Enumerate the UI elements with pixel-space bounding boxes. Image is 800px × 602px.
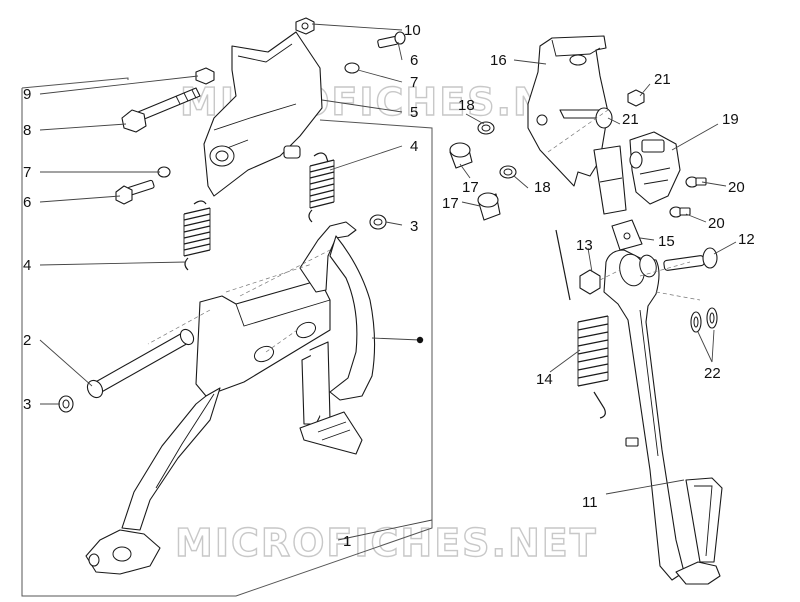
callout-6-upper: 6 [410, 52, 418, 69]
nut-13 [579, 269, 601, 295]
assembly-frame [21, 77, 433, 597]
callout-18-upper: 18 [458, 97, 475, 114]
screw-20-upper [685, 176, 707, 188]
callout-15: 15 [658, 233, 675, 250]
nut-21-top [627, 89, 645, 107]
callout-17-upper: 17 [462, 179, 479, 196]
assembly-line-right [547, 109, 701, 301]
screw-20-lower [669, 206, 691, 218]
callout-3-left: 3 [23, 396, 31, 413]
callout-19: 19 [722, 111, 739, 128]
bolt-12 [663, 247, 718, 271]
callout-1: 1 [343, 533, 351, 550]
mount-bracket-16 [527, 35, 613, 187]
washer-7-upper [344, 62, 360, 74]
sensor-switch-19 [629, 131, 681, 205]
callout-6-lower: 6 [23, 194, 31, 211]
callout-20-lower: 20 [708, 215, 725, 232]
callout-14: 14 [536, 371, 553, 388]
callout-dot [416, 336, 424, 344]
callout-21-lower: 21 [622, 111, 639, 128]
callout-18-lower: 18 [534, 179, 551, 196]
spring-14 [555, 229, 609, 419]
callout-20-upper: 20 [728, 179, 745, 196]
callout-10: 10 [404, 22, 421, 39]
callout-16: 16 [490, 52, 507, 69]
callout-7-lower: 7 [23, 164, 31, 181]
screw-6-lower [115, 179, 155, 205]
callouts: 1 2 3 3 4 4 5 6 6 7 7 8 9 10 11 12 13 14… [23, 22, 755, 550]
callout-9: 9 [23, 86, 31, 103]
centre-stand-1 [85, 221, 376, 575]
side-stand-11 [603, 249, 723, 585]
screw-17-upper [449, 142, 473, 169]
nut-9 [195, 67, 215, 85]
pad-15 [611, 219, 643, 251]
screw-6-upper [377, 31, 406, 49]
callout-22: 22 [704, 365, 721, 382]
callout-7-upper: 7 [410, 74, 418, 91]
callout-21-upper: 21 [654, 71, 671, 88]
callout-4-left: 4 [23, 257, 31, 274]
callout-11: 11 [582, 494, 598, 511]
watermark-bottom: MICROFICHES.NET [175, 521, 598, 565]
callout-13: 13 [576, 237, 593, 254]
screw-17-lower [477, 192, 501, 221]
assembly-line-left [147, 249, 331, 353]
callout-3-right: 3 [410, 218, 418, 235]
callout-2: 2 [23, 332, 31, 349]
spring-4-upper [308, 152, 335, 223]
callout-12: 12 [738, 231, 755, 248]
bolt-8 [121, 87, 201, 133]
callout-8: 8 [23, 122, 31, 139]
leader-lines [39, 23, 737, 541]
axle-pin-2 [86, 328, 195, 399]
upper-bracket [203, 31, 323, 197]
spring-4-lower [183, 200, 211, 271]
callout-17-lower: 17 [442, 195, 459, 212]
nut-10 [295, 17, 315, 35]
callout-5: 5 [410, 104, 418, 121]
callout-4-right: 4 [410, 138, 418, 155]
